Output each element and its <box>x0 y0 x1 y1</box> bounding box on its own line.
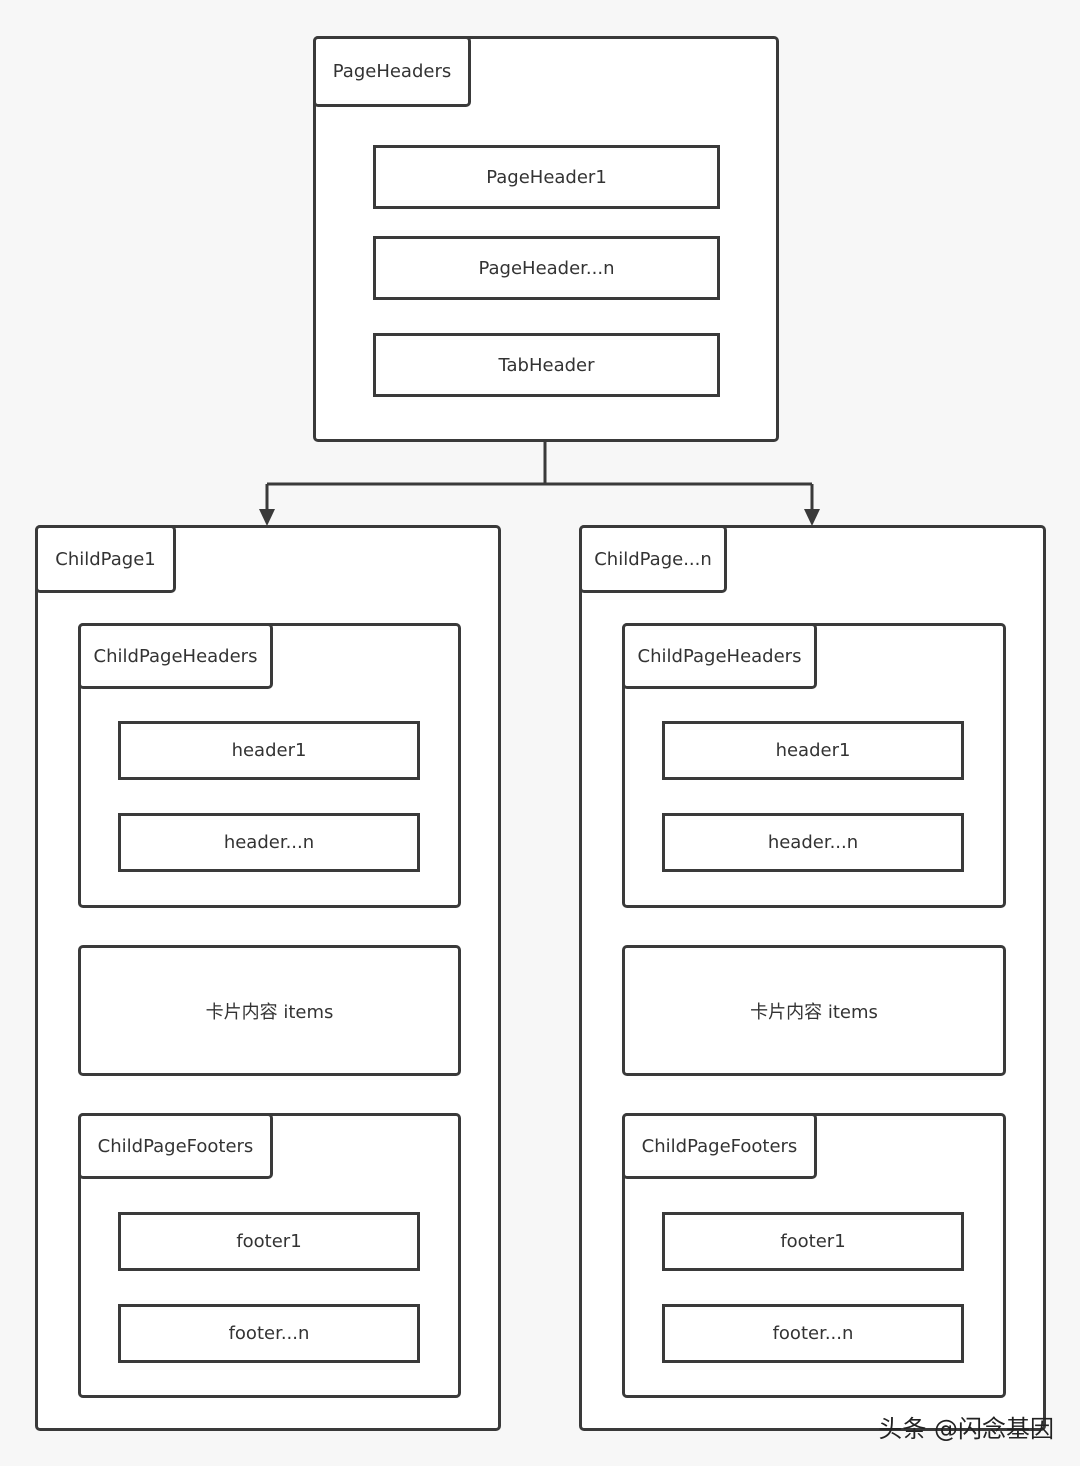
child-page-footers-frame: ChildPageFooters footer1 footer...n <box>622 1113 1006 1398</box>
page-header-1-box: PageHeader1 <box>373 145 720 209</box>
header-n-box: header...n <box>118 813 420 872</box>
footer-n-box: footer...n <box>118 1304 420 1363</box>
child-page-1-label: ChildPage1 <box>35 525 176 593</box>
child-page-n-frame: ChildPage...n ChildPageHeaders header1 h… <box>579 525 1046 1431</box>
child-page-headers-frame: ChildPageHeaders header1 header...n <box>78 623 461 908</box>
header-n-box: header...n <box>662 813 964 872</box>
page-header-n-box: PageHeader...n <box>373 236 720 300</box>
tab-header-box: TabHeader <box>373 333 720 397</box>
child-page-1-frame: ChildPage1 ChildPageHeaders header1 head… <box>35 525 501 1431</box>
child-page-n-label: ChildPage...n <box>579 525 727 593</box>
arrowhead-left <box>259 509 275 526</box>
arrowhead-right <box>804 509 820 526</box>
header-1-box: header1 <box>118 721 420 780</box>
footer-1-box: footer1 <box>662 1212 964 1271</box>
child-page-headers-label: ChildPageHeaders <box>78 623 273 689</box>
child-page-footers-label: ChildPageFooters <box>78 1113 273 1179</box>
footer-1-box: footer1 <box>118 1212 420 1271</box>
card-content-items-frame: 卡片内容 items <box>78 945 461 1076</box>
footer-n-box: footer...n <box>662 1304 964 1363</box>
child-page-headers-label: ChildPageHeaders <box>622 623 817 689</box>
watermark: 头条 @闪念基因 <box>878 1415 1054 1443</box>
child-page-headers-frame: ChildPageHeaders header1 header...n <box>622 623 1006 908</box>
child-page-footers-frame: ChildPageFooters footer1 footer...n <box>78 1113 461 1398</box>
card-content-items-label: 卡片内容 items <box>205 1001 334 1023</box>
card-content-items-label: 卡片内容 items <box>750 1001 878 1023</box>
header-1-box: header1 <box>662 721 964 780</box>
page-headers-frame: PageHeaders PageHeader1 PageHeader...n T… <box>313 36 779 442</box>
child-page-footers-label: ChildPageFooters <box>622 1113 817 1179</box>
page-headers-label: PageHeaders <box>313 36 471 107</box>
card-content-items-frame: 卡片内容 items <box>622 945 1006 1076</box>
